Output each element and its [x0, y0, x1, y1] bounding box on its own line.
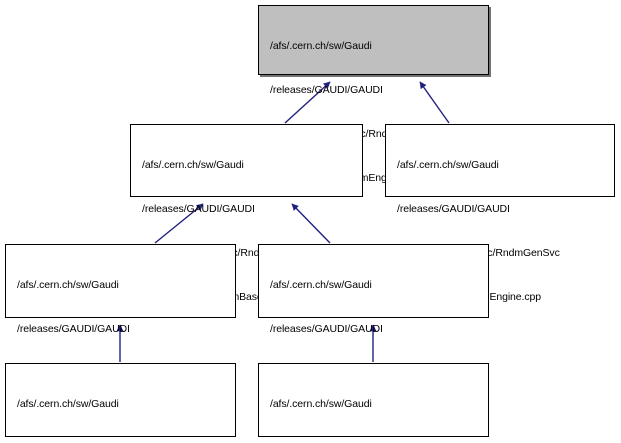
node-line: /releases/GAUDI/GAUDI: [397, 202, 510, 215]
node-heprndmgenerators-cpp[interactable]: /afs/.cern.ch/sw/Gaudi /releases/GAUDI/G…: [258, 363, 489, 443]
node-line: /releases/GAUDI/GAUDI: [11, 441, 230, 443]
node-line: /afs/.cern.ch/sw/Gaudi: [270, 40, 372, 53]
node-line: /afs/.cern.ch/sw/Gaudi: [270, 398, 372, 411]
node-line: /releases/GAUDI/GAUDI: [264, 441, 483, 443]
node-line: /afs/.cern.ch/sw/Gaudi: [270, 279, 372, 292]
node-rndmengine-h[interactable]: /afs/.cern.ch/sw/Gaudi /releases/GAUDI/G…: [258, 5, 489, 184]
node-line: /releases/GAUDI/GAUDI: [142, 202, 255, 215]
node-rndmengine-cpp[interactable]: /afs/.cern.ch/sw/Gaudi /releases/GAUDI/G…: [385, 124, 615, 303]
node-line: /releases/GAUDI/GAUDI: [270, 83, 383, 96]
node-line: /releases/GAUDI/GAUDI: [17, 322, 130, 335]
node-line: /afs/.cern.ch/sw/Gaudi: [397, 159, 499, 172]
node-line: /afs/.cern.ch/sw/Gaudi: [17, 279, 119, 292]
node-heprndmbaseengine-h[interactable]: /afs/.cern.ch/sw/Gaudi /releases/GAUDI/G…: [130, 124, 363, 303]
node-heprndmgenerator-h[interactable]: /afs/.cern.ch/sw/Gaudi /releases/GAUDI/G…: [258, 244, 489, 423]
node-line: /releases/GAUDI/GAUDI: [270, 322, 383, 335]
node-line: /afs/.cern.ch/sw/Gaudi: [17, 398, 119, 411]
node-line: /afs/.cern.ch/sw/Gaudi: [142, 159, 244, 172]
node-heprndmengines-cpp[interactable]: /afs/.cern.ch/sw/Gaudi /releases/GAUDI/G…: [5, 363, 236, 443]
node-heprndmengine-h[interactable]: /afs/.cern.ch/sw/Gaudi /releases/GAUDI/G…: [5, 244, 236, 423]
